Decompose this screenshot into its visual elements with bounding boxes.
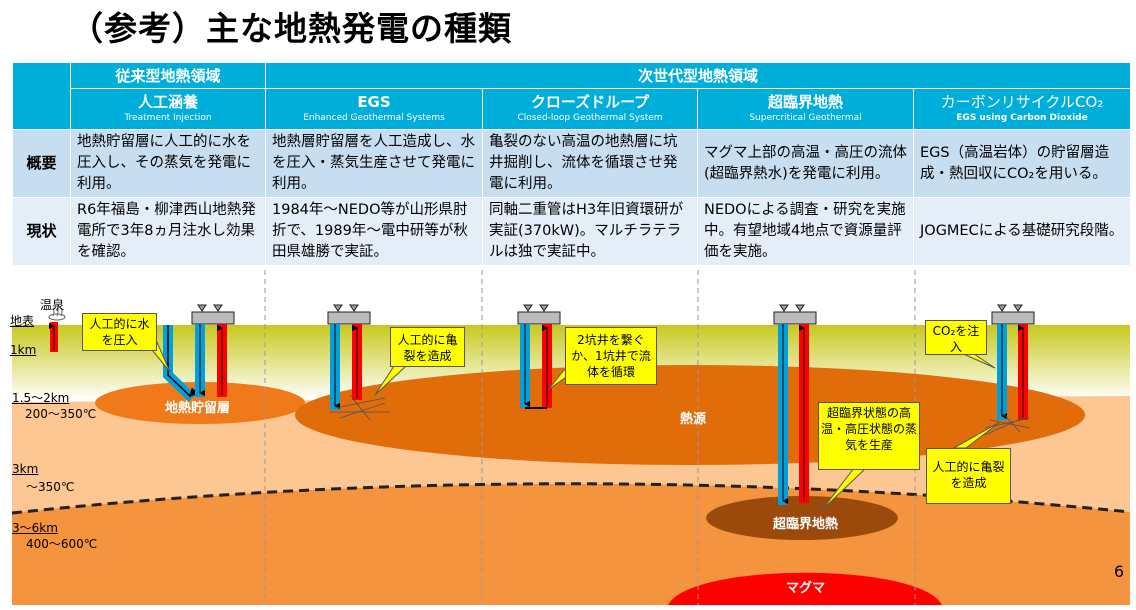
- table-cell: EGS（高温岩体）の貯留層造成・熱回収にCO₂を用いる。: [912, 129, 1132, 198]
- callout-co2-inject: CO₂を注入: [925, 320, 987, 355]
- table-cell: R6年福島・柳津西山地熱発電所で3年8ヵ月注水し効果を確認。: [70, 197, 266, 266]
- fracture-lines: [330, 394, 1031, 436]
- table-cell: 同軸二重管はH3年旧資環研が実証(370kW)。マルチラテラルは独で実証中。: [482, 197, 698, 266]
- flow-arrow: [167, 325, 199, 398]
- heat-source-label: 熱源: [680, 412, 707, 427]
- reservoir-label: 地熱貯留層: [165, 401, 231, 416]
- row-label: 現状: [12, 197, 71, 266]
- magma-zone: [668, 572, 942, 605]
- supercritical-label: 超臨界地熱: [773, 517, 839, 532]
- depth-label: 3km: [12, 462, 39, 476]
- table-cell: 亀裂のない高温の地熱層に坑井掘削し、流体を循環させ発電に利用。: [482, 129, 698, 198]
- group-next-generation: 次世代型地熱領域: [264, 62, 1132, 89]
- table-cell: 地熱貯留層に人工的に水を圧入し、その蒸気を発電に利用。: [70, 129, 266, 198]
- callout-inject-water: 人工的に水を圧入: [82, 313, 157, 351]
- supercritical-zone: [706, 496, 898, 540]
- callout-egs-fracture: 人工的に亀裂を造成: [390, 327, 465, 367]
- row-label: 概要: [12, 129, 71, 198]
- table-row: 現状 R6年福島・柳津西山地熱発電所で3年8ヵ月注水し効果を確認。 1984年～…: [12, 197, 1132, 266]
- page-number: 6: [1113, 562, 1124, 581]
- table-cell: 地熱層貯留層を人工造成し、水を圧入・蒸気生産させて発電に利用。: [265, 129, 483, 198]
- depth-label: 1.5～2km: [12, 391, 70, 405]
- valve-icon: [523, 304, 549, 312]
- table-cell: NEDOによる調査・研究を実施中。有望地域4地点で資源量評価を実施。: [697, 197, 914, 266]
- callout-supercritical: 超臨界状態の高温・高圧状態の蒸気を生産: [818, 402, 920, 470]
- table-cell: JOGMECによる基礎研究段階。: [912, 197, 1132, 266]
- reservoir-zone: [95, 382, 305, 424]
- column-dividers: [264, 270, 916, 605]
- wellhead: [773, 311, 817, 325]
- valve-icon: [197, 304, 223, 312]
- temperature-label: 400～600℃: [26, 537, 98, 551]
- table-cell: 1984年～NEDO等が山形県肘折で、1989年～電中研等が秋田県雄勝で実証。: [265, 197, 483, 266]
- depth-label: 3～6km: [12, 521, 58, 535]
- wellhead: [191, 311, 235, 325]
- temperature-label: ～350℃: [26, 480, 75, 494]
- corner-cell: [12, 62, 71, 130]
- valve-icon: [779, 304, 805, 312]
- valve-icon: [333, 304, 359, 312]
- table-cell: マグマ上部の高温・高圧の流体(超臨界熱水)を発電に利用。: [697, 129, 914, 198]
- table-row: 概要 地熱貯留層に人工的に水を圧入し、その蒸気を発電に利用。 地熱層貯留層を人工…: [12, 129, 1132, 198]
- group-conventional: 従来型地熱領域: [70, 62, 266, 89]
- callout-closed-loop: 2坑井を繋ぐか、1坑井で流体を循環: [565, 327, 657, 385]
- magma-label: マグマ: [786, 581, 826, 596]
- temperature-label: 200～350℃: [25, 407, 97, 421]
- hot-spring-label: 温泉: [40, 298, 65, 312]
- depth-label: 地表: [10, 314, 35, 328]
- depth-label: 1km: [10, 343, 37, 357]
- valve-icon: [997, 304, 1023, 312]
- wellhead: [517, 311, 561, 325]
- wellhead: [991, 311, 1035, 325]
- callout-co2-fracture: 人工的に亀裂を造成: [926, 448, 1011, 504]
- hot-spring-icon: [48, 307, 66, 321]
- page-title: （参考）主な地熱発電の種類: [70, 9, 512, 48]
- wellhead: [327, 311, 371, 325]
